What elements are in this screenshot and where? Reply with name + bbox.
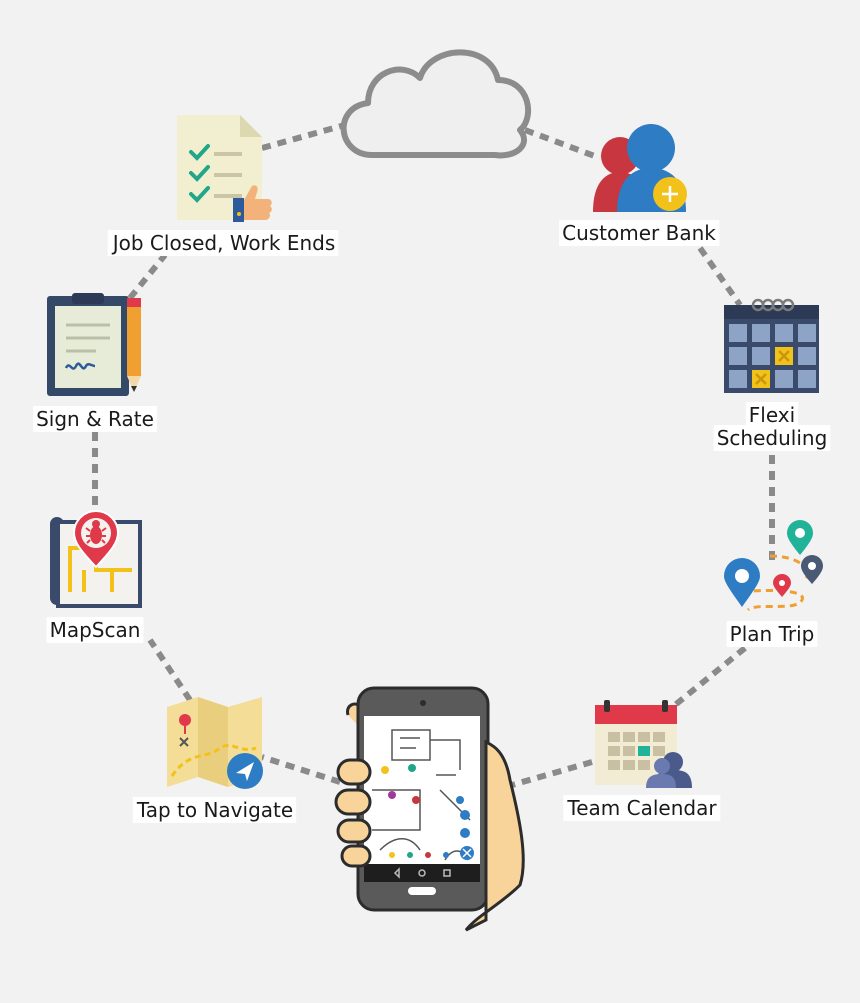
label-tap-to-navigate: Tap to Navigate <box>132 797 297 823</box>
label-sign-and-rate: Sign & Rate <box>33 406 157 432</box>
node-label-text: Scheduling <box>717 426 828 450</box>
clipboard-pencil-icon <box>47 293 141 396</box>
connectors <box>92 122 775 788</box>
label-background <box>33 406 157 432</box>
checklist-document-icon <box>177 115 272 222</box>
label-customer-bank: Customer Bank <box>559 220 720 246</box>
label-background <box>107 230 339 256</box>
connector-navigate-mapscan <box>147 638 193 702</box>
node-label-text: Plan Trip <box>730 622 815 646</box>
connector-job-cloud <box>261 122 346 151</box>
label-background <box>726 621 818 647</box>
label-mapscan: MapScan <box>46 617 144 643</box>
node-label-text: Team Calendar <box>566 796 717 820</box>
node-label-text: Tap to Navigate <box>136 798 293 822</box>
smartphone-hand-icon <box>334 686 525 932</box>
map-navigate-icon <box>167 697 263 789</box>
label-background <box>745 402 799 428</box>
calendar-grid-icon <box>724 298 819 393</box>
blueprint-bug-icon <box>50 510 142 608</box>
connector-cloud-customer <box>523 127 602 161</box>
label-team-calendar: Team Calendar <box>563 795 721 821</box>
connector-phone-navigate <box>261 754 341 785</box>
node-label-text: Job Closed, Work Ends <box>111 231 336 255</box>
node-label-text: Customer Bank <box>562 221 716 245</box>
label-background <box>563 795 721 821</box>
cloud-icon <box>340 49 531 159</box>
node-label-text: Flexi <box>749 403 795 427</box>
connector-customer-flexi <box>697 246 743 307</box>
connector-trip-calendar <box>673 645 747 708</box>
map-pins-icon <box>724 520 823 612</box>
label-background <box>132 797 297 823</box>
label-background <box>46 617 144 643</box>
label-background <box>713 425 831 451</box>
connector-sign-job <box>127 253 168 300</box>
customer-bank-icon <box>593 124 687 212</box>
label-plan-trip: Plan Trip <box>726 621 818 647</box>
label-background <box>559 220 720 246</box>
team-calendar-icon <box>595 700 692 788</box>
label-job-closed: Job Closed, Work Ends <box>107 230 339 256</box>
node-label-text: MapScan <box>50 618 141 642</box>
connector-calendar-phone <box>511 759 593 788</box>
node-label-text: Sign & Rate <box>36 407 154 431</box>
